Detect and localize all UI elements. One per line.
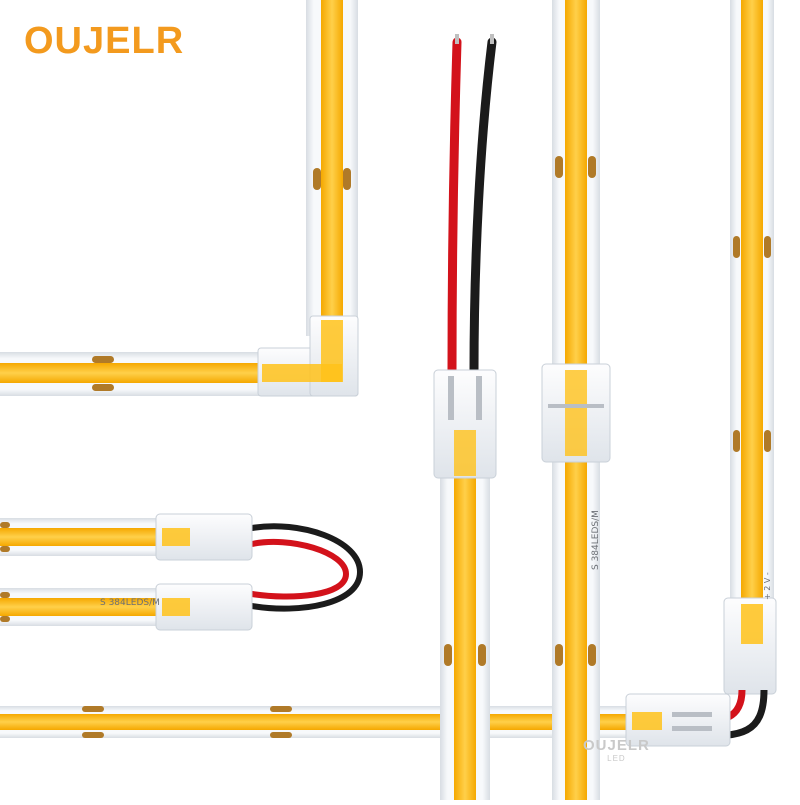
black-wire [469, 37, 497, 377]
watermark-name: OUJELR [583, 737, 650, 754]
solder-pad [92, 356, 114, 363]
strip-to-wire-connector [155, 513, 253, 561]
corner-strip-assembly [0, 0, 359, 397]
wire-lead-connector [433, 34, 497, 800]
right-corner-assembly [699, 0, 777, 740]
solder-pad [343, 168, 351, 190]
led-strip-core [0, 363, 320, 383]
red-wire [447, 37, 462, 377]
strip-to-wire-connector [625, 693, 731, 747]
strip-marking: S 384LEDS/M [100, 598, 160, 608]
watermark: OUJELR LED [583, 738, 650, 763]
strip-to-wire-connector [155, 583, 253, 631]
brand-logo: OUJELR [24, 20, 185, 62]
red-wire [251, 538, 350, 600]
connector-polarity: + 2 V - [763, 572, 772, 600]
black-wire [251, 523, 364, 612]
bottom-strip-assembly [0, 693, 731, 800]
watermark-sub: LED [607, 754, 626, 763]
solder-pad [92, 384, 114, 391]
led-strip-core [321, 0, 343, 336]
strip-marking: S 384LEDS/M [591, 510, 601, 570]
wire-jumper-assembly [0, 513, 364, 631]
solder-pad [313, 168, 321, 190]
strip-to-strip-assembly [541, 0, 611, 800]
